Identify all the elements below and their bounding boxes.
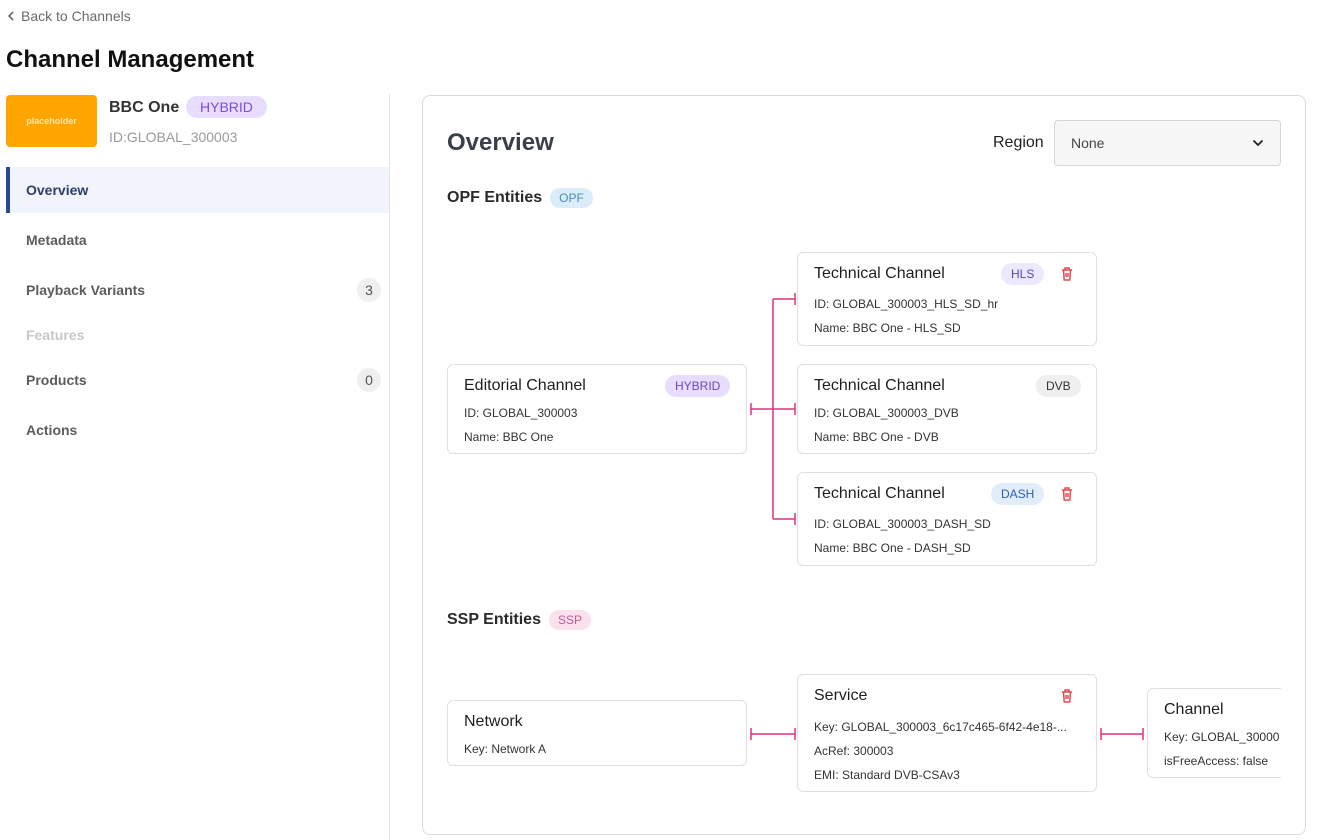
- editorial-channel-card[interactable]: Editorial Channel HYBRID ID: GLOBAL_3000…: [447, 364, 747, 454]
- service-card[interactable]: Service Key: GLOBAL_300003_6c17c465-6f42…: [797, 674, 1097, 792]
- channel-type-badge: HYBRID: [186, 96, 267, 118]
- entity-title: Editorial Channel: [464, 377, 586, 394]
- technical-channel-card-dvb[interactable]: Technical Channel DVB ID: GLOBAL_300003_…: [797, 364, 1097, 454]
- channel-name: BBC One: [109, 99, 180, 116]
- region-select-value: None: [1071, 135, 1105, 151]
- technical-channel-card-hls[interactable]: Technical Channel HLS ID: GLOBAL_300003_…: [797, 252, 1097, 346]
- nav-item-overview[interactable]: Overview: [6, 167, 389, 213]
- chevron-left-icon: [7, 11, 14, 21]
- ssp-pill: SSP: [548, 610, 591, 630]
- entity-type-badge: DASH: [991, 483, 1045, 505]
- entity-key: Key: Network A: [464, 742, 547, 756]
- entity-title: Service: [814, 687, 868, 704]
- entity-name: Name: BBC One - DVB: [814, 430, 939, 444]
- entity-key: Key: GLOBAL_300003_6c17c465-6f42-4e18-..…: [814, 720, 1067, 734]
- chevron-down-icon: [1252, 139, 1264, 147]
- back-link-label: Back to Channels: [21, 8, 131, 24]
- ssp-channel-card[interactable]: Channel Key: GLOBAL_30000 isFreeAccess: …: [1147, 688, 1305, 778]
- opf-section-title: OPF Entities OPF: [447, 188, 593, 208]
- entity-id: ID: GLOBAL_300003_DASH_SD: [814, 517, 991, 531]
- entity-title: Technical Channel: [814, 377, 945, 394]
- trash-icon[interactable]: [1060, 688, 1074, 704]
- trash-icon[interactable]: [1060, 266, 1074, 282]
- products-count-badge: 0: [357, 368, 381, 392]
- channel-header: placeholder BBC One HYBRID ID:GLOBAL_300…: [6, 95, 386, 149]
- entity-name: Name: BBC One - HLS_SD: [814, 321, 961, 335]
- scroll-clip-mask: [1281, 676, 1305, 796]
- nav-item-products[interactable]: Products 0: [6, 357, 389, 403]
- entity-free-access: isFreeAccess: false: [1164, 754, 1269, 768]
- entity-name: Name: BBC One - DASH_SD: [814, 541, 971, 555]
- entity-id: ID: GLOBAL_300003_DVB: [814, 406, 959, 420]
- overview-panel: Overview Region None OPF Entities OPF Ed…: [422, 95, 1306, 835]
- nav-item-playback-variants[interactable]: Playback Variants 3: [6, 267, 389, 313]
- nav-item-label: Overview: [26, 182, 89, 198]
- logo-text: placeholder: [26, 116, 77, 126]
- ssp-section-title: SSP Entities SSP: [447, 610, 591, 630]
- nav-item-metadata[interactable]: Metadata: [6, 217, 389, 263]
- nav-item-actions[interactable]: Actions: [6, 407, 389, 453]
- entity-title: Technical Channel: [814, 485, 945, 502]
- entity-type-badge: HLS: [1001, 263, 1045, 285]
- entity-id: ID: GLOBAL_300003_HLS_SD_hr: [814, 297, 999, 311]
- entity-emi: EMI: Standard DVB-CSAv3: [814, 768, 960, 782]
- entity-type-badge: HYBRID: [665, 375, 731, 397]
- nav-item-label: Features: [26, 327, 85, 343]
- channel-logo: placeholder: [6, 95, 97, 147]
- opf-pill: OPF: [550, 188, 593, 208]
- nav-item-label: Metadata: [26, 232, 87, 248]
- sidebar: placeholder BBC One HYBRID ID:GLOBAL_300…: [0, 94, 390, 840]
- page-title: Channel Management: [6, 46, 255, 73]
- back-to-channels-link[interactable]: Back to Channels: [7, 8, 131, 24]
- network-card[interactable]: Network Key: Network A: [447, 700, 747, 766]
- nav-item-label: Products: [26, 372, 87, 388]
- playback-variants-count-badge: 3: [357, 278, 381, 302]
- nav-item-label: Actions: [26, 422, 78, 438]
- technical-channel-card-dash[interactable]: Technical Channel DASH ID: GLOBAL_300003…: [797, 472, 1097, 566]
- entity-name: Name: BBC One: [464, 430, 554, 444]
- nav-item-label: Playback Variants: [26, 282, 146, 298]
- trash-icon[interactable]: [1060, 486, 1074, 502]
- region-label: Region: [993, 134, 1044, 151]
- sidebar-nav: Overview Metadata Playback Variants 3 Fe…: [6, 167, 389, 457]
- entity-title: Technical Channel: [814, 265, 945, 282]
- entity-title: Channel: [1164, 701, 1224, 718]
- nav-item-features: Features: [6, 317, 389, 353]
- ssp-section-label: SSP Entities: [447, 611, 541, 628]
- entity-type-badge: DVB: [1036, 375, 1081, 397]
- opf-section-label: OPF Entities: [447, 189, 543, 206]
- entity-title: Network: [464, 713, 523, 730]
- entity-key: Key: GLOBAL_30000: [1164, 730, 1280, 744]
- region-select[interactable]: None: [1054, 120, 1281, 166]
- entity-id: ID: GLOBAL_300003: [464, 406, 578, 420]
- overview-title: Overview: [447, 129, 554, 156]
- entity-acref: AcRef: 300003: [814, 744, 894, 758]
- channel-id: ID:GLOBAL_300003: [109, 129, 238, 145]
